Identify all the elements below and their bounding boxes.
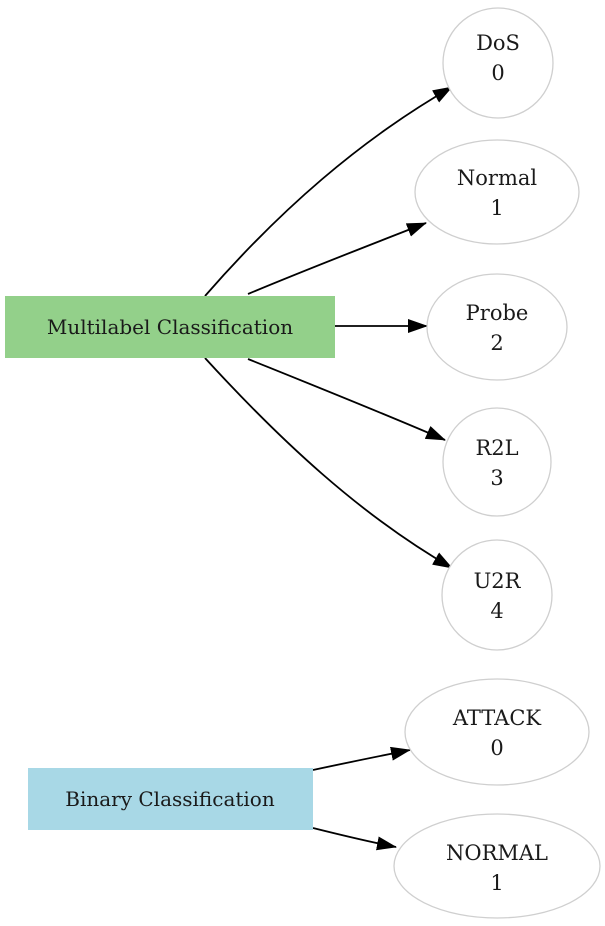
class-name: U2R — [474, 569, 522, 593]
edge-multilabel-dos — [204, 86, 453, 297]
class-ellipse — [404, 678, 590, 786]
class-node-r2l: R2L 3 — [442, 407, 552, 517]
class-ellipse — [442, 407, 552, 517]
class-ellipse — [414, 139, 580, 245]
class-node-u2r: U2R 4 — [441, 539, 553, 651]
edge-binary-normal — [312, 827, 397, 851]
binary-label: Binary Classification — [65, 787, 275, 811]
class-ellipse — [441, 539, 553, 651]
binary-box — [28, 768, 313, 830]
class-code: 0 — [491, 61, 504, 85]
class-name: R2L — [475, 436, 518, 460]
edge-binary-attack — [312, 746, 411, 771]
class-node-normal: Normal 1 — [414, 139, 580, 245]
class-name: NORMAL — [446, 841, 548, 865]
edge-multilabel-r2l — [247, 358, 446, 441]
class-code: 1 — [490, 196, 503, 220]
class-ellipse — [393, 813, 601, 919]
multilabel-label: Multilabel Classification — [47, 315, 293, 339]
class-name: Normal — [457, 166, 537, 190]
class-code: 1 — [490, 871, 503, 895]
class-code: 4 — [490, 599, 503, 623]
multilabel-classification-node: Multilabel Classification — [5, 296, 335, 358]
class-node-dos: DoS 0 — [442, 7, 554, 119]
edge-multilabel-u2r — [204, 357, 453, 569]
multilabel-box — [5, 296, 335, 358]
class-node-attack: ATTACK 0 — [404, 678, 590, 786]
class-code: 0 — [490, 736, 503, 760]
class-name: DoS — [476, 31, 520, 55]
binary-classification-node: Binary Classification — [28, 768, 313, 830]
class-name: Probe — [466, 301, 529, 325]
class-code: 2 — [490, 331, 503, 355]
class-name: ATTACK — [452, 706, 542, 730]
class-ellipse — [426, 273, 568, 381]
class-code: 3 — [490, 466, 503, 490]
edge-multilabel-normal — [247, 222, 427, 295]
class-node-normal-binary: NORMAL 1 — [393, 813, 601, 919]
class-node-probe: Probe 2 — [426, 273, 568, 381]
class-ellipse — [442, 7, 554, 119]
